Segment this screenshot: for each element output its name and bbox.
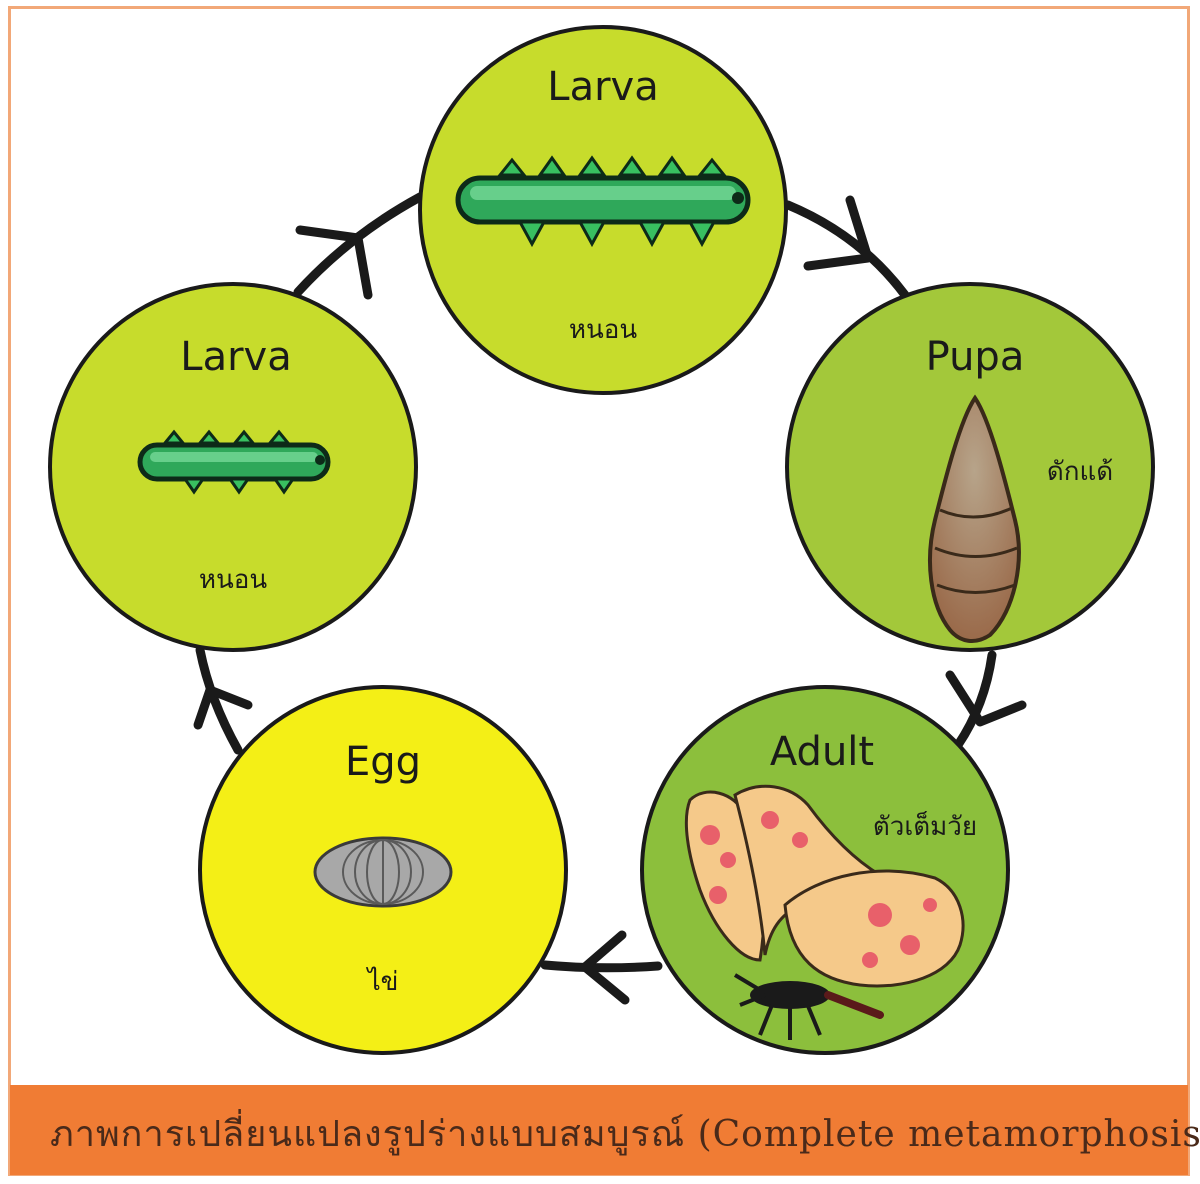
stage-title: Egg [345, 739, 421, 785]
stage-subtitle: หนอน [569, 315, 638, 345]
stage-egg: Egg ไข่ [198, 685, 568, 1055]
stage-subtitle: ไข่ [366, 966, 399, 997]
caterpillar-icon [455, 155, 751, 248]
stage-title: Larva [547, 64, 658, 110]
stage-pupa: Pupa ดักแด้ [785, 282, 1155, 652]
stage-adult: Adult ตัวเต็มวัย [640, 685, 1010, 1055]
arrow-larva-to-pupa [783, 200, 910, 300]
stage-title: Adult [770, 729, 874, 775]
arrow-larva-to-larva-head [295, 225, 373, 300]
stage-title: Pupa [926, 334, 1025, 380]
egg-icon [313, 836, 453, 908]
caption-bar: ภาพการเปลี่ยนแปลงรูปร่างแบบสมบูรณ์ (Comp… [10, 1085, 1200, 1175]
caption-text: ภาพการเปลี่ยนแปลงรูปร่างแบบสมบูรณ์ (Comp… [50, 1114, 1200, 1155]
arrow-pupa-to-adult [953, 650, 997, 750]
arrow-adult-to-egg [540, 960, 663, 973]
stage-larva-top: Larva หนอน [418, 25, 788, 395]
cycle-arrows [193, 192, 1027, 1005]
life-cycle-diagram: Larva หนอน Pupa [48, 25, 1155, 1055]
arrow-egg-to-larva-head [193, 685, 253, 730]
stage-subtitle: หนอน [199, 565, 268, 595]
butterfly-icon [684, 784, 965, 1040]
arrow-larva-to-pupa-head [803, 195, 873, 271]
arrow-pupa-to-adult-head [945, 670, 1027, 727]
caterpillar-icon [137, 429, 331, 495]
arrow-adult-to-egg-head [580, 930, 630, 1005]
arrow-egg-to-larva [195, 645, 243, 755]
stage-subtitle: ตัวเต็มวัย [873, 810, 977, 842]
stage-subtitle: ดักแด้ [1047, 457, 1113, 487]
stage-larva-left: Larva หนอน [48, 282, 418, 652]
stage-title: Larva [180, 334, 291, 380]
cocoon-icon [928, 394, 1021, 643]
